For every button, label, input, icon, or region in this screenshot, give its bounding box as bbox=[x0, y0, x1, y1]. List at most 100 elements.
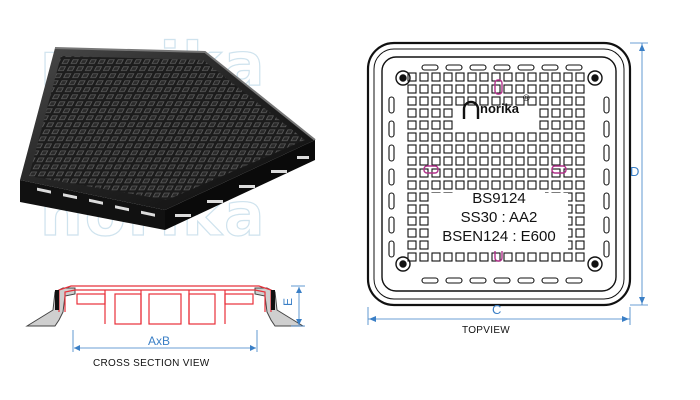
lid-grid-cell bbox=[467, 156, 477, 166]
lid-grid-cell bbox=[539, 72, 549, 82]
lid-grid-cell bbox=[527, 84, 537, 94]
lid-grid-cell bbox=[563, 84, 573, 94]
lid-grid-cell bbox=[575, 120, 585, 130]
lid-grid-cell bbox=[407, 216, 417, 226]
lid-grid-cell bbox=[503, 252, 513, 262]
lid-grid-cell bbox=[431, 84, 441, 94]
lid-grid-cell bbox=[539, 132, 549, 142]
lid-grid-cell bbox=[539, 120, 549, 130]
lid-grid-cell bbox=[527, 168, 537, 178]
lid-grid-cell bbox=[407, 240, 417, 250]
lid-grid-cell bbox=[503, 84, 513, 94]
lid-grid-cell bbox=[407, 72, 417, 82]
lid-grid-cell bbox=[443, 96, 453, 106]
lid-grid-cell bbox=[491, 180, 501, 190]
lid-grid-cell bbox=[491, 132, 501, 142]
lid-grid-cell bbox=[443, 252, 453, 262]
frame-slot bbox=[603, 240, 610, 258]
lid-grid-cell bbox=[467, 132, 477, 142]
cross-section-caption: CROSS SECTION VIEW bbox=[93, 358, 210, 369]
lid-grid-cell bbox=[419, 204, 429, 214]
lid-grid-cell bbox=[419, 252, 429, 262]
lid-grid-cell bbox=[527, 156, 537, 166]
lid-grid-cell bbox=[503, 168, 513, 178]
lid-grid-cell bbox=[443, 84, 453, 94]
lid-grid-cell bbox=[431, 96, 441, 106]
lid-grid-cell bbox=[431, 108, 441, 118]
lid-grid-cell bbox=[431, 144, 441, 154]
lid-grid-cell bbox=[467, 168, 477, 178]
lid-grid-cell bbox=[455, 144, 465, 154]
cross-section-diagram bbox=[25, 285, 305, 352]
frame-slot bbox=[421, 277, 439, 284]
lid-grid-cell bbox=[479, 252, 489, 262]
lid-grid-cell bbox=[563, 156, 573, 166]
frame-slot bbox=[388, 144, 395, 162]
lid-grid-cell bbox=[407, 120, 417, 130]
lid-grid-cell bbox=[563, 180, 573, 190]
lid-grid-cell bbox=[407, 228, 417, 238]
lid-grid-cell bbox=[527, 252, 537, 262]
lid-grid-cell bbox=[575, 72, 585, 82]
frame-slot bbox=[445, 64, 463, 71]
top-view-width-label: C bbox=[492, 302, 502, 317]
lid-standard-line-3: BSEN124 : E600 bbox=[430, 228, 568, 245]
lid-grid-cell bbox=[419, 84, 429, 94]
lid-grid-cell bbox=[503, 96, 513, 106]
lid-grid-cell bbox=[575, 144, 585, 154]
lid-grid-cell bbox=[407, 84, 417, 94]
lid-grid-cell bbox=[551, 144, 561, 154]
lid-grid-cell bbox=[455, 132, 465, 142]
lid-grid-cell bbox=[419, 240, 429, 250]
lid-grid-cell bbox=[527, 132, 537, 142]
lid-grid-cell bbox=[575, 156, 585, 166]
lid-grid-cell bbox=[527, 180, 537, 190]
lid-grid-cell bbox=[491, 168, 501, 178]
lid-grid-cell bbox=[443, 180, 453, 190]
lid-grid-cell bbox=[431, 180, 441, 190]
lid-grid-cell bbox=[431, 252, 441, 262]
lid-grid-cell bbox=[407, 156, 417, 166]
frame-slot bbox=[493, 64, 511, 71]
lid-grid-cell bbox=[419, 72, 429, 82]
lid-grid-cell bbox=[575, 228, 585, 238]
lid-grid-cell bbox=[419, 120, 429, 130]
frame-slot bbox=[445, 277, 463, 284]
frame-slot bbox=[469, 64, 487, 71]
lid-grid-cell bbox=[491, 156, 501, 166]
lid-grid-cell bbox=[455, 168, 465, 178]
lid-logo-registered-mark: ® bbox=[523, 93, 530, 103]
lid-grid-cell bbox=[479, 156, 489, 166]
frame-slot bbox=[421, 64, 439, 71]
lid-grid-cell bbox=[503, 180, 513, 190]
lid-grid-cell bbox=[575, 108, 585, 118]
lid-grid-cell bbox=[575, 204, 585, 214]
lid-grid-cell bbox=[419, 144, 429, 154]
lid-grid-cell bbox=[467, 180, 477, 190]
lid-grid-cell bbox=[515, 84, 525, 94]
frame-slot bbox=[603, 144, 610, 162]
lid-grid-cell bbox=[551, 156, 561, 166]
lid-grid-cell bbox=[551, 72, 561, 82]
lid-grid-cell bbox=[539, 180, 549, 190]
lid-grid-cell bbox=[515, 132, 525, 142]
lid-grid-cell bbox=[419, 156, 429, 166]
lid-grid-cell bbox=[515, 168, 525, 178]
lid-logo-text: norika bbox=[480, 101, 520, 116]
lid-grid-cell bbox=[539, 252, 549, 262]
frame-slot bbox=[541, 277, 559, 284]
frame-slot bbox=[388, 216, 395, 234]
frame-slot bbox=[603, 120, 610, 138]
lid-grid-cell bbox=[443, 120, 453, 130]
frame-slot bbox=[603, 168, 610, 186]
lid-grid-cell bbox=[407, 204, 417, 214]
lid-grid-cell bbox=[407, 180, 417, 190]
lid-grid-cell bbox=[551, 96, 561, 106]
frame-slot bbox=[541, 64, 559, 71]
frame-slot bbox=[565, 277, 583, 284]
lid-grid-cell bbox=[575, 192, 585, 202]
lid-grid-cell bbox=[539, 96, 549, 106]
lid-grid-cell bbox=[455, 72, 465, 82]
lid-grid-cell bbox=[503, 132, 513, 142]
lid-grid-cell bbox=[455, 156, 465, 166]
